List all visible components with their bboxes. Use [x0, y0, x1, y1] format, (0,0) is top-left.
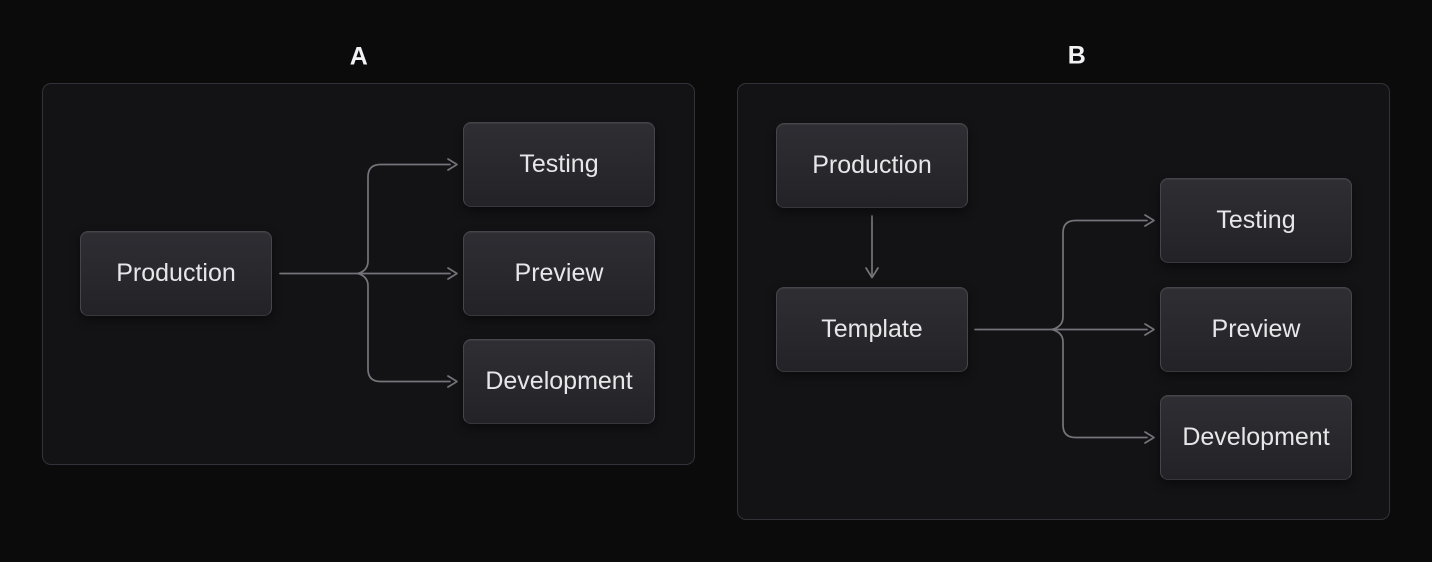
node-a-preview: Preview [463, 231, 655, 316]
node-b-production: Production [776, 123, 968, 208]
node-a-production: Production [80, 231, 272, 316]
node-a-development: Development [463, 339, 655, 424]
node-b-testing: Testing [1160, 178, 1352, 263]
node-b-preview: Preview [1160, 287, 1352, 372]
diagram-b-label: B [1067, 41, 1087, 70]
node-a-testing: Testing [463, 122, 655, 207]
node-b-development: Development [1160, 395, 1352, 480]
diagram-a-label: A [349, 42, 369, 71]
node-b-template: Template [776, 287, 968, 372]
